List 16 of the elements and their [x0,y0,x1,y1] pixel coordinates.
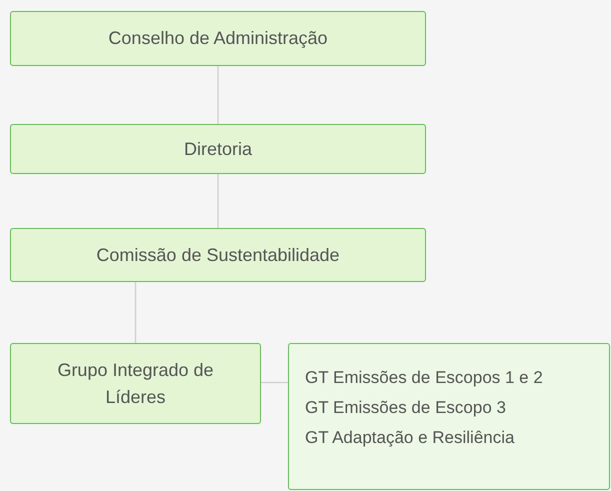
group-box [288,343,610,490]
connector-line [261,382,288,384]
org-box [10,124,426,174]
box-label: Grupo Integrado de Líderes [56,358,215,408]
list-item-text: GT Adaptação e Resiliência [305,427,516,449]
connector-line [217,174,219,228]
box-label: Diretoria [184,138,252,160]
org-box [10,228,426,282]
connector-line [134,282,136,343]
connector-line [217,66,219,124]
box-label: Conselho de Administração [108,27,328,50]
box-label: Comissão de Sustentabilidade [96,244,340,266]
org-box [10,11,426,66]
org-box [10,343,261,424]
list-item-text: GT Emissões de Escopo 3 [305,397,507,419]
list-item-text: GT Emissões de Escopos 1 e 2 [305,367,544,389]
